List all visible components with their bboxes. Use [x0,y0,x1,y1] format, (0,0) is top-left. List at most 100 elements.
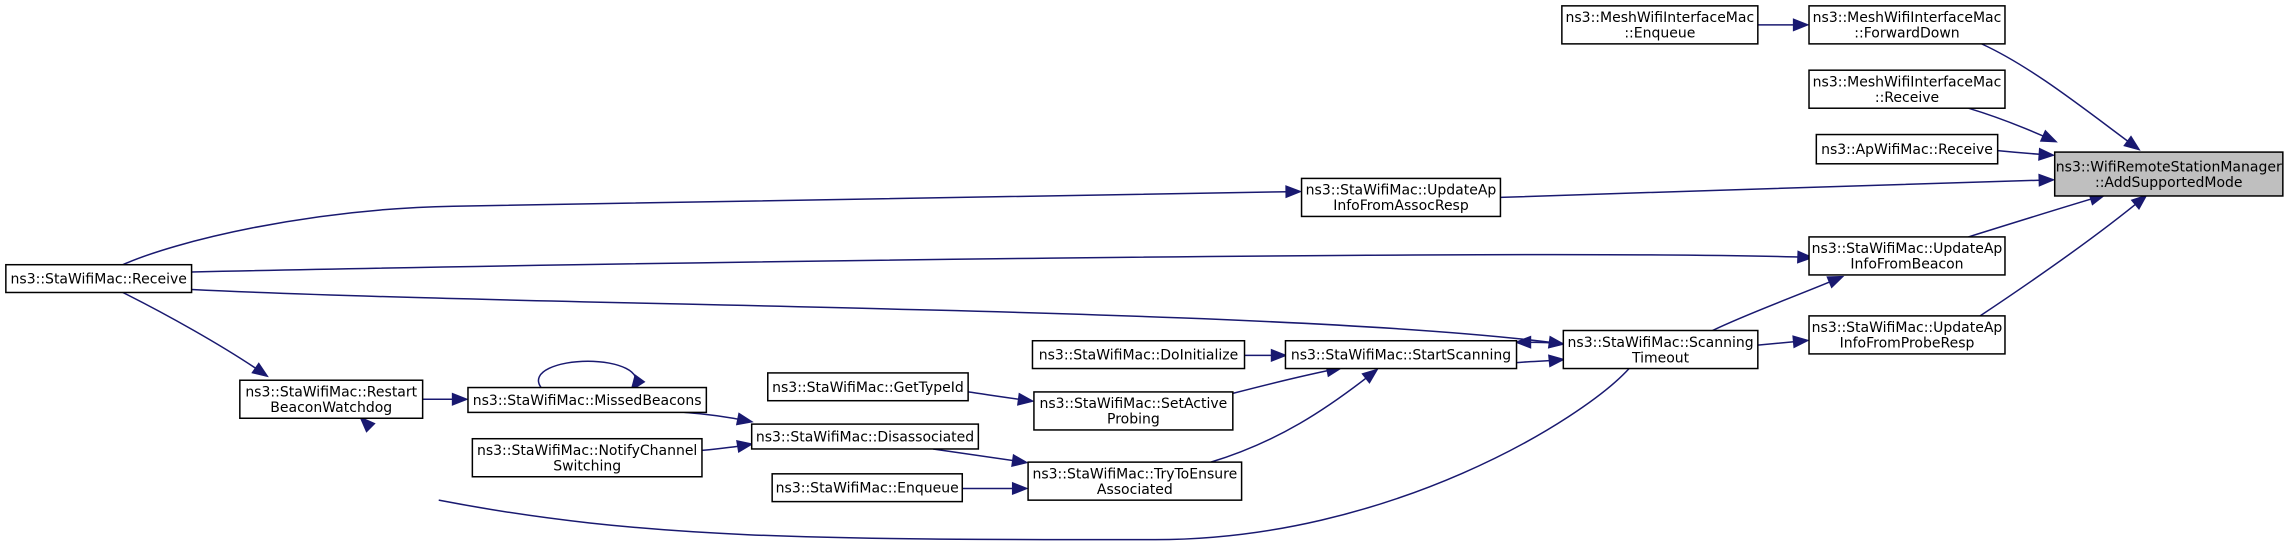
node-label-line: ns3::StaWifiMac::Receive [11,272,187,288]
node-box [1808,69,2006,109]
node-box [2053,151,2284,197]
node-label-line: Associated [1097,482,1173,498]
edge-scan_timeout-to-start_scanning [1514,335,1564,349]
edge-line [1210,370,1376,463]
node-missed-beacons[interactable]: ns3::StaWifiMac::MissedBeacons [467,386,708,414]
node-box [767,372,969,402]
node-get-typeid[interactable]: ns3::StaWifiMac::GetTypeId [767,372,969,402]
node-label-line: ns3::StaWifiMac::NotifyChannel [477,443,697,459]
arrowhead [1514,335,1532,349]
arrowhead [1011,453,1029,467]
node-label-line: ns3::StaWifiMac::UpdateAp [1306,183,1497,199]
node-sta-receive[interactable]: ns3::StaWifiMac::Receive [5,263,193,294]
node-target[interactable]: ns3::WifiRemoteStationManager::AddSuppor… [2053,151,2284,197]
node-label-line: ns3::MeshWifiInterfaceMac [1813,74,2002,90]
node-sta-enqueue[interactable]: ns3::StaWifiMac::Enqueue [771,473,964,503]
arrowhead [451,392,469,406]
edge-missed_beacons-to-missed_beacons [537,360,646,392]
node-label-line: InfoFromBeacon [1850,257,1963,273]
edge-scan_timeout-to-from_beacon [1712,275,1845,332]
node-probe-resp[interactable]: ns3::StaWifiMac::UpdateApInfoFromProbeRe… [1808,315,2006,355]
edge-mesh_enqueue-to-fwd_down [1757,18,1810,32]
edge-get_typeid-to-set_active [968,391,1035,406]
edge-disassociated-to-try_ensure [932,448,1029,467]
node-label-line: ns3::StaWifiMac::UpdateAp [1812,241,2003,257]
edge-line [1232,367,1339,395]
node-label-line: ns3::StaWifiMac::SetActive [1039,396,1227,412]
node-label-line: ::Enqueue [1624,26,1695,42]
node-label-line: ns3::StaWifiMac::GetTypeId [772,380,964,396]
edge-scan_timeout-to-probe_resp [1757,335,1810,349]
node-ap-receive[interactable]: ns3::ApWifiMac::Receive [1815,133,1999,165]
node-disassociated[interactable]: ns3::StaWifiMac::Disassociated [750,423,980,450]
node-label-line: ns3::ApWifiMac::Receive [1821,142,1993,158]
edge-assoc_resp-to-target [1500,173,2056,199]
node-label-line: ns3::StaWifiMac::Restart [245,384,417,400]
node-label-line: Probing [1107,412,1160,428]
node-box [1027,461,1243,501]
edge-ap_receive-to-target [1997,147,2056,161]
node-do-initialize[interactable]: ns3::StaWifiMac::DoInitialize [1031,339,1246,370]
node-label-line: ::ForwardDown [1854,26,1959,42]
node-box [5,263,193,294]
edge-missed_beacons-to-disassociated [684,411,754,426]
node-box [1031,339,1246,370]
node-box [771,473,964,503]
node-label-line: Timeout [1631,350,1690,366]
edge-sta_receive-to-scan_timeout [191,288,1566,349]
arrowhead [2039,129,2058,143]
arrowhead [1797,250,1815,264]
node-fwd-down[interactable]: ns3::MeshWifiInterfaceMac::ForwardDown [1808,5,2006,45]
edge-mesh_receive-to-target [1968,107,2058,143]
node-label-line: ns3::StaWifiMac::Enqueue [776,481,959,497]
edge-probe_resp-to-target [1979,194,2148,317]
edge-line [191,253,1810,273]
node-label-line: ns3::StaWifiMac::Scanning [1568,335,1754,351]
node-label-line: ::Receive [1875,90,1939,106]
node-start-scanning[interactable]: ns3::StaWifiMac::StartScanning [1284,339,1518,370]
arrowhead [2038,173,2056,187]
edge-sta_receive-to-restart_beacon [122,291,269,378]
arrowhead [1285,185,1303,199]
node-box [750,423,980,450]
node-box [1562,329,1759,370]
node-mesh-enqueue[interactable]: ns3::MeshWifiInterfaceMac::Enqueue [1561,5,1759,45]
arrowhead [1792,335,1810,349]
edge-sta_receive-to-from_beacon [191,250,1815,273]
edge-restart_beacon-to-missed_beacons [422,392,469,406]
edge-do_initialize-to-start_scanning [1244,348,1288,362]
arrowhead [630,374,646,392]
node-mesh-receive[interactable]: ns3::MeshWifiInterfaceMac::Receive [1808,69,2006,109]
edge-line [537,360,637,388]
node-label-line: ns3::StaWifiMac::TryToEnsure [1032,466,1237,482]
node-box [1808,5,2006,45]
edge-sta_enqueue-to-try_ensure [962,481,1029,496]
arrowhead [251,362,269,378]
node-label-line: BeaconWatchdog [270,400,392,416]
edge-from_beacon-to-target [1968,192,2107,238]
node-box [239,379,424,420]
node-box [1300,177,1502,218]
nodes-layer: ns3::WifiRemoteStationManager::AddSuppor… [5,5,2284,503]
node-box [1561,5,1759,45]
node-label-line: ns3::StaWifiMac::MissedBeacons [473,393,702,409]
node-assoc-resp[interactable]: ns3::StaWifiMac::UpdateApInfoFromAssocRe… [1300,177,1502,218]
node-label-line: ::AddSupportedMode [2095,175,2243,191]
edge-fwd_down-to-target [1981,43,2141,151]
edge-notify_channel-to-disassociated [701,439,754,454]
node-box [1808,315,2006,355]
edge-start_scanning-to-scan_timeout [1516,354,1566,368]
arrowhead [1017,392,1035,406]
node-label-line: ns3::MeshWifiInterfaceMac [1566,10,1755,26]
arrowhead [735,412,754,426]
edge-sta_receive-to-assoc_resp [122,185,1303,266]
arrowhead [1011,481,1029,496]
edge-line [1981,43,2138,149]
